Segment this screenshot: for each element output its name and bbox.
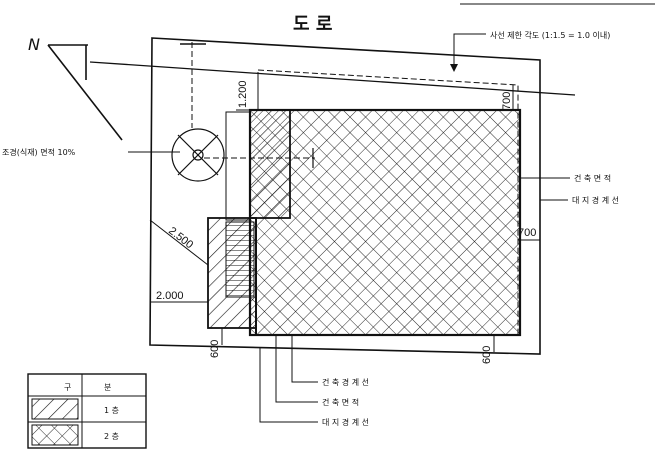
- tree-icon: [171, 128, 225, 182]
- dim-2500-line: [149, 219, 209, 266]
- leader-bottom-3: [259, 348, 318, 423]
- leader-bottom-2: [275, 335, 318, 403]
- annotation-tree: 조경(식재) 면적 10%: [2, 147, 76, 157]
- north-arrow-icon: [47, 44, 123, 141]
- annotation-right-1: 건 축 면 적: [574, 173, 611, 183]
- entrance-passage: [225, 111, 251, 221]
- legend-row2-label: 2 층: [104, 432, 119, 441]
- building-area-2f: [248, 108, 522, 337]
- annotation-bottom-3: 대 지 경 계 선: [322, 417, 369, 427]
- annotation-bottom-1: 건 축 경 계 선: [322, 377, 369, 387]
- dim-2000-label: 2.000: [156, 290, 184, 302]
- dim-600-right-label: 600: [481, 346, 493, 364]
- annotation-bottom-2: 건 축 면 적: [322, 397, 359, 407]
- dim-1200-label: 1.200: [237, 80, 249, 108]
- dim-2500-label: 2.500: [166, 225, 195, 251]
- north-label: N: [28, 35, 40, 54]
- dim-700-top-label: 700: [501, 92, 513, 110]
- site-boundary: [149, 37, 541, 355]
- setback-line: [89, 61, 576, 96]
- stairs: [225, 221, 255, 298]
- legend-table: [27, 373, 147, 449]
- legend-swatch-1f: [31, 398, 79, 420]
- leader-top-right: [453, 33, 486, 66]
- legend-row1-label: 1 층: [104, 406, 119, 415]
- legend-header-col1: 구: [64, 383, 71, 392]
- leader-bottom-1: [291, 335, 318, 383]
- legend-header-col2: 분: [104, 383, 111, 392]
- annotation-top-right: 사선 제한 각도 (1:1.5 = 1.0 이내): [490, 30, 610, 40]
- building-area-1f-upper: [249, 109, 291, 219]
- road-title: 도 로: [293, 14, 332, 35]
- dim-600-left-label: 600: [209, 340, 221, 358]
- dim-700-right-label: 700: [518, 227, 536, 239]
- legend-swatch-2f: [31, 424, 79, 446]
- leader-top-right-arrow-icon: [450, 64, 458, 72]
- annotation-right-2: 대 지 경 계 선: [572, 195, 619, 205]
